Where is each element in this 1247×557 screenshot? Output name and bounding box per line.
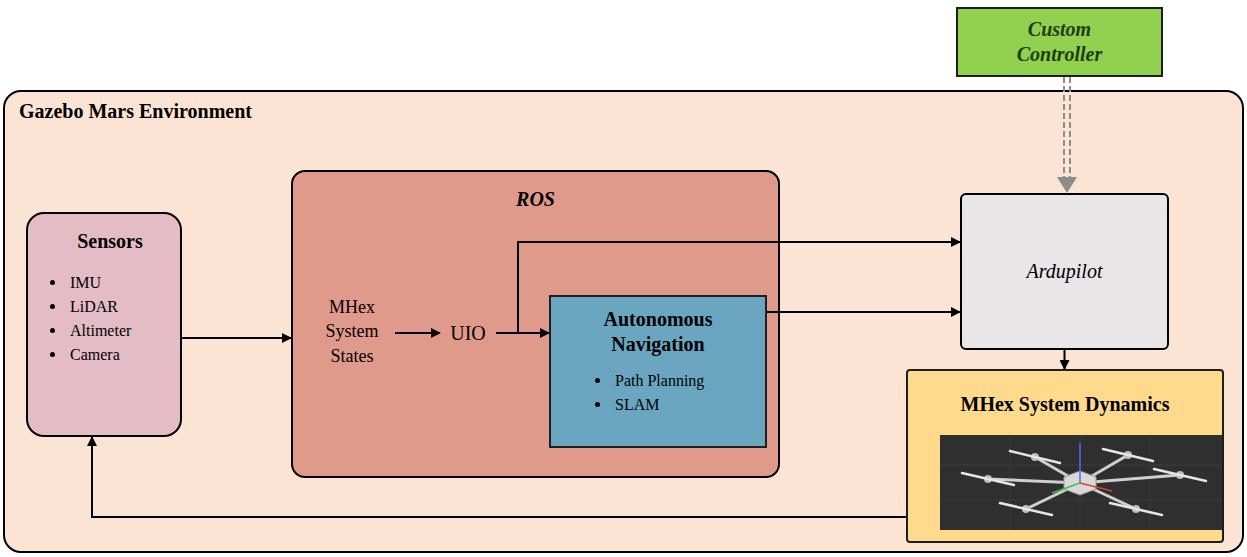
node-title: Ardupilot: [1027, 260, 1103, 283]
ros-box: ROS MHex System States UIO Autonomous Navig…: [291, 170, 780, 478]
node-title: UIO: [450, 322, 486, 345]
bullet-item: IMU: [46, 271, 101, 295]
controller-box: Custom Controller: [956, 7, 1163, 77]
environment-frame: Gazebo Mars EnvironmentSensorsIMULiDARAl…: [3, 90, 1244, 553]
state-text: MHex System States: [309, 289, 395, 374]
node-title: ROS: [293, 188, 778, 211]
hexacopter-render: [940, 435, 1222, 530]
flow-arrow: [1064, 350, 1065, 369]
node-title: MHex System Dynamics: [908, 393, 1222, 416]
flow-arrow: [496, 242, 960, 333]
node-title: Autonomous Navigation: [573, 307, 743, 357]
bullet-item: Path Planning: [591, 369, 704, 393]
bullet-item: SLAM: [591, 393, 659, 417]
node-title: Gazebo Mars Environment: [19, 100, 252, 123]
node-title: Sensors: [77, 230, 143, 253]
flow-arrow: [182, 338, 291, 339]
bullet-item: Camera: [46, 343, 120, 367]
flow-arrow: [767, 312, 960, 313]
node-title: Custom Controller: [1000, 17, 1120, 67]
command-link: [1057, 77, 1077, 193]
bullet-item: LiDAR: [46, 295, 118, 319]
flow-arrow: [496, 333, 549, 334]
navigation-box: Autonomous NavigationPath PlanningSLAM: [549, 295, 767, 448]
bullet-item: Altimeter: [46, 319, 131, 343]
flow-arrow: [395, 333, 440, 334]
dynamics-box: MHex System Dynamics: [906, 369, 1224, 543]
uio-text: UIO: [440, 319, 496, 347]
sensor-box: SensorsIMULiDARAltimeterCamera: [26, 212, 182, 437]
node-title: MHex System States: [309, 295, 395, 368]
flow-arrow: [92, 437, 906, 517]
autopilot-box: Ardupilot: [960, 193, 1169, 350]
